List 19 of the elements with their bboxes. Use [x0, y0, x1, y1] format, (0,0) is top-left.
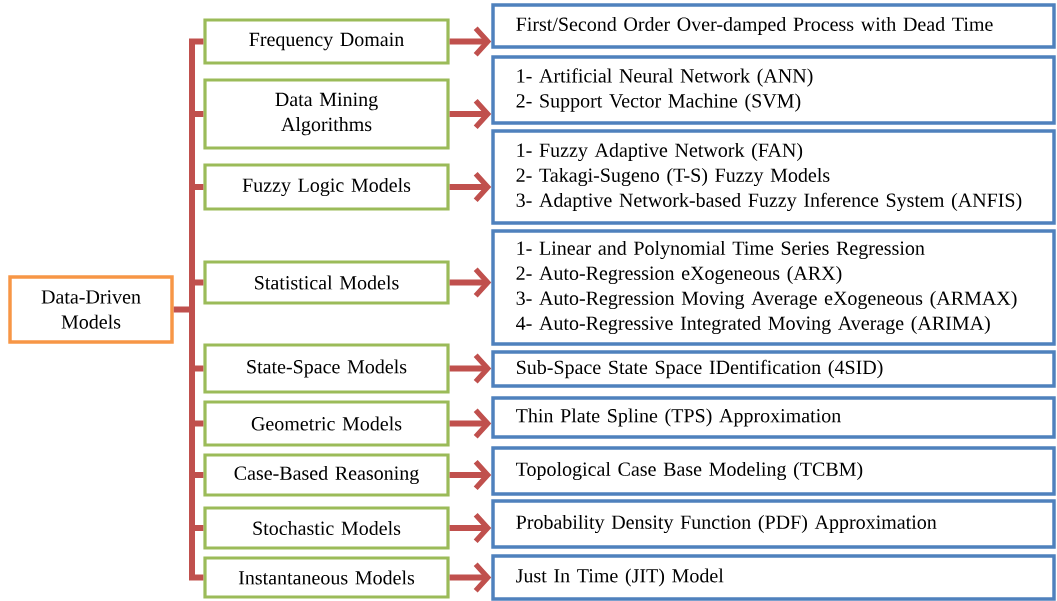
category-box: State-Space Models: [203, 343, 450, 394]
method-box: Just In Time (JIT) Model: [491, 554, 1056, 601]
method-box: Sub-Space State Space IDentification (4SID): [491, 350, 1056, 388]
category-box: Fuzzy Logic Models: [203, 163, 450, 211]
method-box: 1- Fuzzy Adaptive Network (FAN) 2- Takagi-Sugeno (T-S) Fuzzy Models 3- Adaptive Network-based Fuzzy Inference System (ANFIS): [491, 129, 1056, 225]
category-box: Frequency Domain: [203, 18, 450, 65]
category-box: Case-Based Reasoning: [203, 453, 450, 497]
category-box: Geometric Models: [203, 400, 450, 447]
method-box: 1- Linear and Polynomial Time Series Regression 2- Auto-Regression eXogeneous (ARX) 3- Auto-Regression Moving Average eXogeneous (ARMAX) 4- Auto-Regressive Integrated Moving Average (ARIMA): [491, 229, 1056, 346]
method-box: 1- Artificial Neural Network (ANN) 2- Support Vector Machine (SVM): [491, 55, 1056, 125]
category-box: Instantaneous Models: [203, 556, 450, 599]
method-box: Thin Plate Spline (TPS) Approximation: [491, 396, 1056, 439]
model-box: Data-Driven Models: [8, 275, 174, 344]
category-box: Data Mining Algorithms: [203, 78, 450, 150]
method-box: First/Second Order Over-damped Process with Dead Time: [491, 3, 1056, 49]
method-box: Probability Density Function (PDF) Approximation: [491, 499, 1056, 549]
method-box: Topological Case Base Modeling (TCBM): [491, 446, 1056, 496]
category-box: Statistical Models: [203, 260, 450, 305]
category-box: Stochastic Models: [203, 506, 450, 550]
